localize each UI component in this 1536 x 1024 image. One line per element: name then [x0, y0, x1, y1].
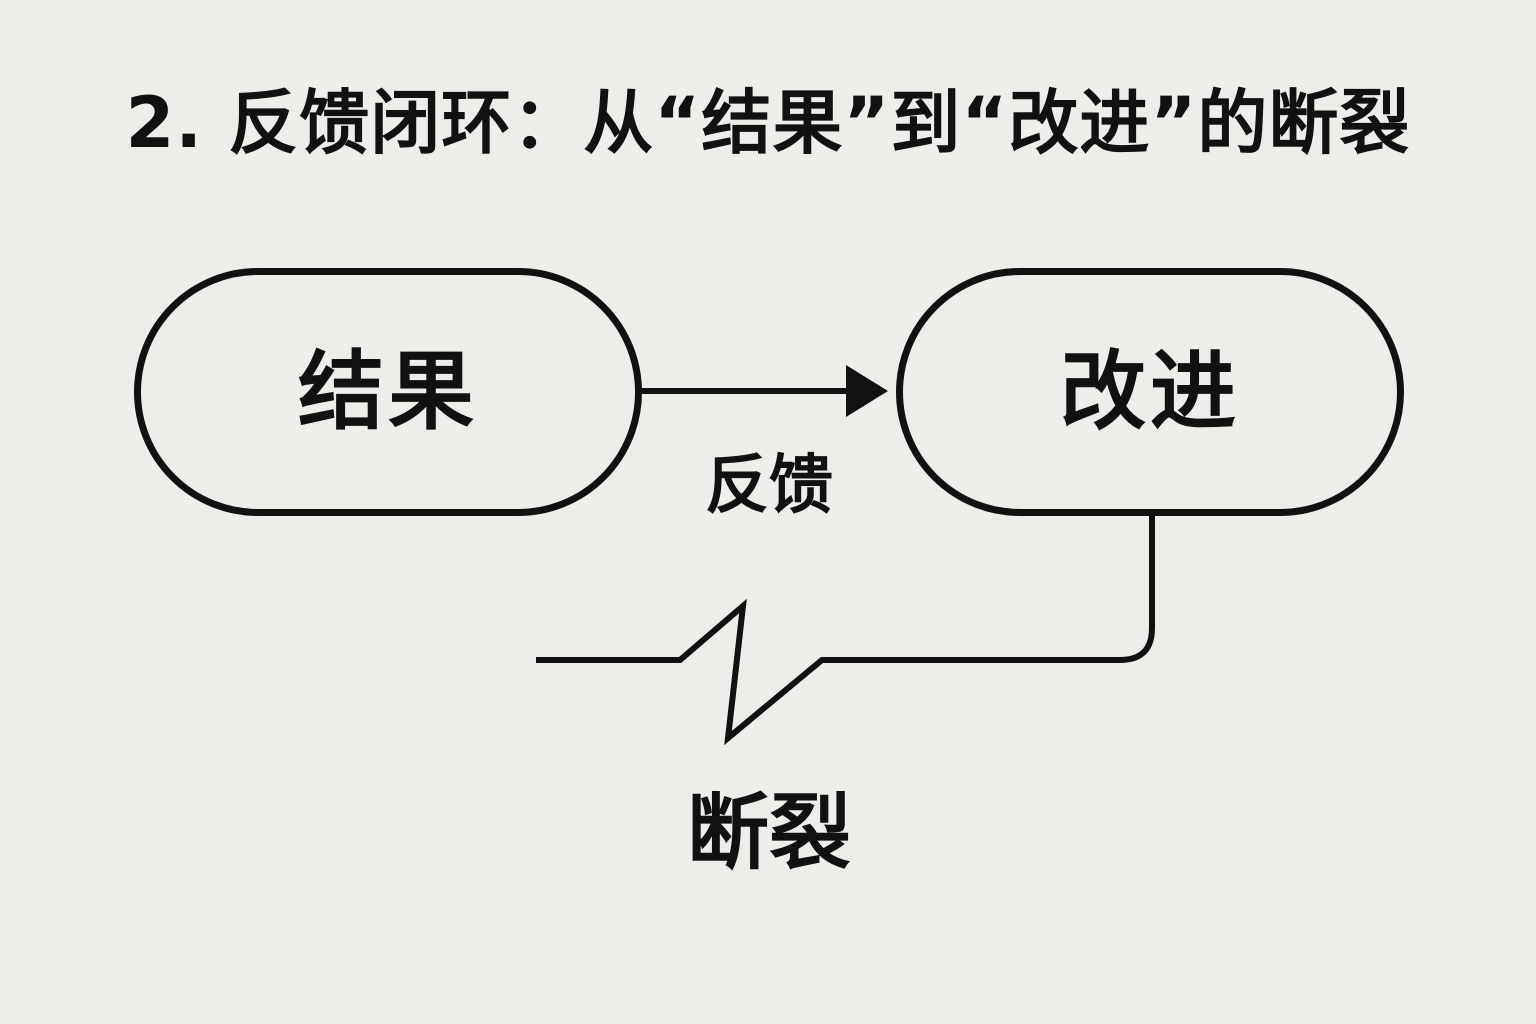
diagram-title: 2. 反馈闭环：从“结果”到“改进”的断裂 [125, 82, 1411, 164]
node-improve-label: 改进 [1060, 342, 1240, 442]
node-result: 结果 [134, 268, 642, 516]
feedback-edge-label: 反馈 [705, 449, 833, 523]
node-result-label: 结果 [298, 342, 478, 442]
break-label: 断裂 [686, 786, 851, 881]
feedback-arrowhead-icon [846, 365, 888, 417]
node-improve: 改进 [896, 268, 1404, 516]
broken-return-path [536, 516, 1155, 746]
